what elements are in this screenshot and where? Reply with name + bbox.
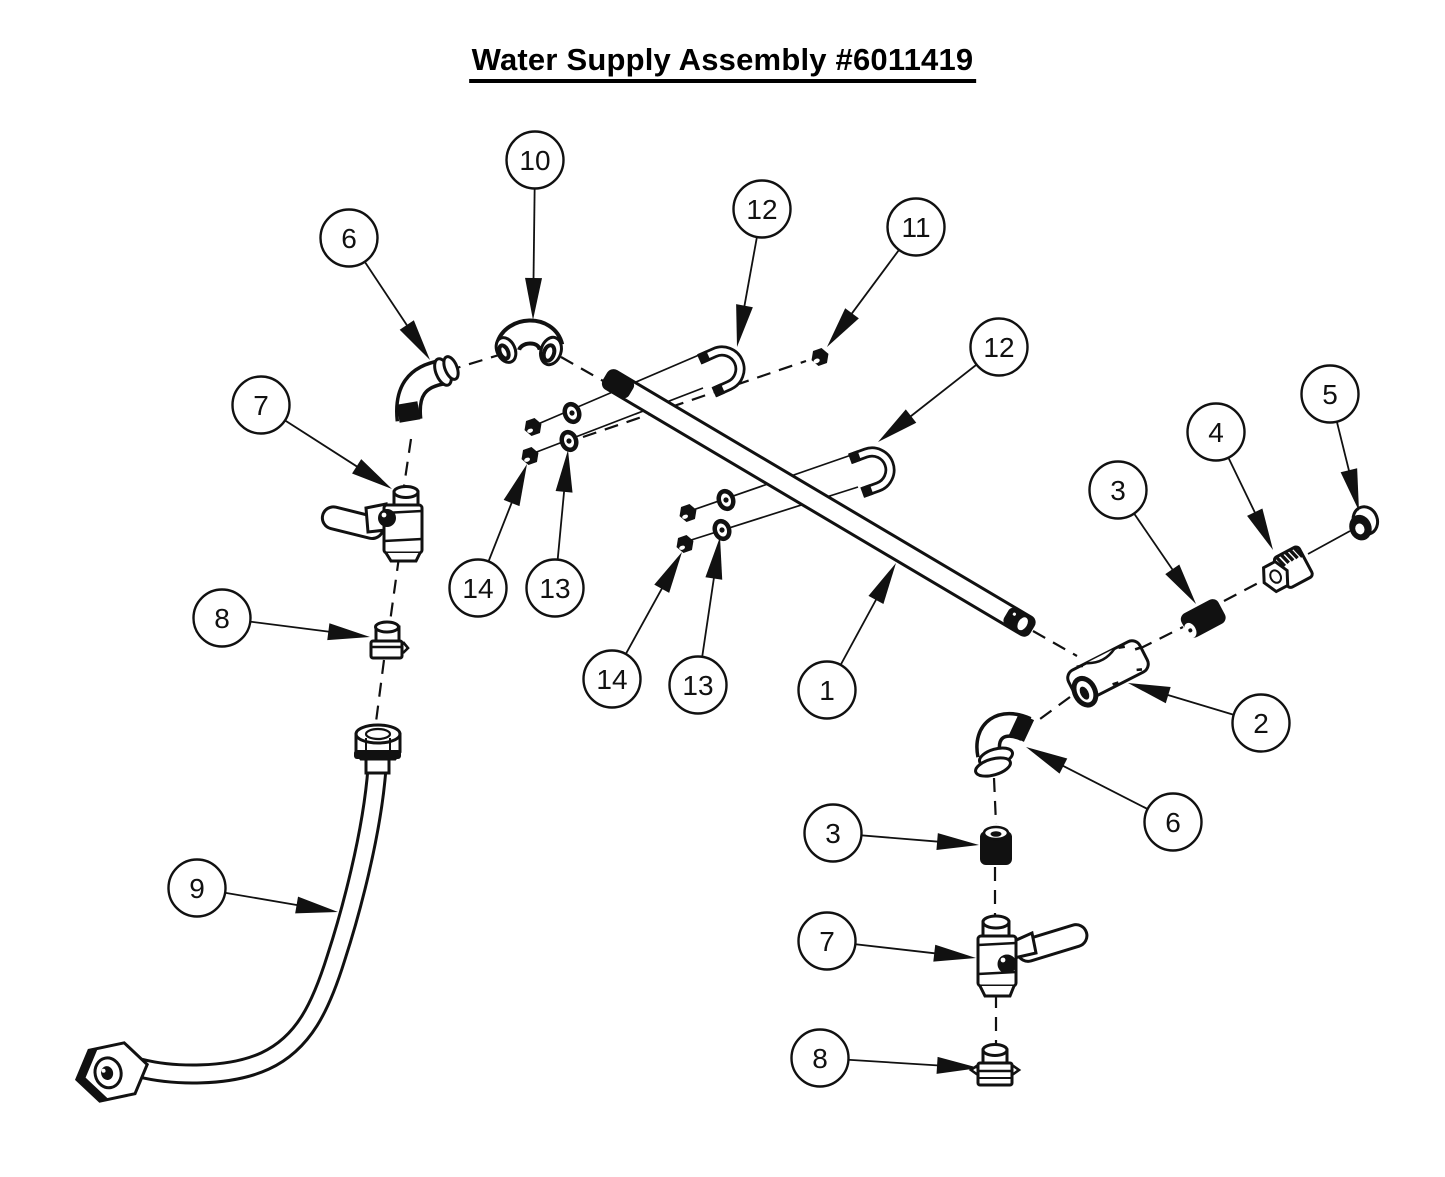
- part-3-bushing-lower: [980, 825, 1012, 865]
- part-13-washer: [712, 518, 732, 542]
- callout-1: 1: [797, 563, 896, 720]
- callout-number: 12: [746, 194, 777, 225]
- callout-number: 14: [462, 573, 493, 604]
- callout-9: 9: [167, 858, 338, 918]
- part-14-nut: [676, 534, 694, 554]
- part-13-washer: [559, 429, 579, 453]
- callout-12: 12: [878, 317, 1029, 442]
- callout-3: 3: [1088, 460, 1196, 604]
- callout-number: 3: [825, 818, 841, 849]
- callout-7: 7: [231, 375, 392, 489]
- callout-12: 12: [732, 179, 792, 347]
- part-3-bushing-upper: [1180, 599, 1226, 638]
- callout-number: 8: [214, 603, 230, 634]
- callout-number: 10: [519, 145, 550, 176]
- part-2-tee: [1066, 639, 1150, 708]
- part-9-hose: [75, 723, 402, 1103]
- callout-number: 12: [983, 332, 1014, 363]
- callout-13: 13: [668, 537, 728, 715]
- callout-number: 2: [1253, 708, 1269, 739]
- callout-number: 7: [253, 390, 269, 421]
- part-6-elbow-right: [974, 711, 1035, 778]
- callout-2: 2: [1128, 683, 1291, 753]
- callout-3: 3: [803, 803, 979, 863]
- callout-5: 5: [1300, 364, 1360, 511]
- callout-number: 4: [1208, 417, 1224, 448]
- callout-number: 9: [189, 873, 205, 904]
- callout-number: 14: [596, 664, 627, 695]
- callout-number: 6: [341, 223, 357, 254]
- part-7-valve-left: [320, 485, 424, 563]
- callout-8: 8: [790, 1028, 979, 1088]
- part-8-adapter-right: [968, 1043, 1022, 1087]
- callout-number: 11: [901, 212, 930, 243]
- part-7-valve-right: [976, 914, 1089, 998]
- callout-6: 6: [319, 208, 430, 360]
- part-5-washer: [1349, 505, 1380, 541]
- callout-10: 10: [505, 130, 565, 320]
- part-11-nut: [811, 347, 829, 367]
- callout-11: 11: [827, 197, 946, 347]
- part-13-washer: [716, 488, 736, 512]
- part-14-nut: [521, 446, 539, 466]
- construction-lines: [374, 353, 1351, 1044]
- part-8-adapter-left: [369, 620, 410, 660]
- part-12-ubolt-upper: [696, 345, 746, 398]
- callout-14: 14: [582, 552, 682, 709]
- callout-number: 13: [539, 573, 570, 604]
- callout-number: 7: [819, 926, 835, 957]
- part-14-nut: [679, 503, 697, 523]
- callout-number: 8: [812, 1043, 828, 1074]
- callout-number: 6: [1165, 807, 1181, 838]
- part-1-pipe: [601, 369, 1036, 637]
- callout-13: 13: [525, 450, 585, 618]
- callout-8: 8: [192, 588, 370, 648]
- callout-number: 5: [1322, 379, 1338, 410]
- callout-6: 6: [1026, 747, 1203, 852]
- callout-7: 7: [797, 911, 976, 971]
- part-6-elbow-left: [395, 355, 460, 423]
- part-10-elbow: [494, 318, 565, 367]
- part-4-knurled-nut: [1262, 545, 1314, 594]
- part-14-nut: [524, 417, 542, 437]
- callout-14: 14: [448, 464, 527, 618]
- callout-number: 1: [819, 675, 835, 706]
- diagram-title: Water Supply Assembly #6011419: [468, 42, 977, 83]
- ubolt-leg-lines: [533, 351, 861, 542]
- callout-4: 4: [1186, 402, 1273, 550]
- callout-number: 13: [682, 670, 713, 701]
- callout-number: 3: [1110, 475, 1126, 506]
- part-13-washer: [562, 401, 582, 425]
- part-12-ubolt-lower: [847, 446, 896, 498]
